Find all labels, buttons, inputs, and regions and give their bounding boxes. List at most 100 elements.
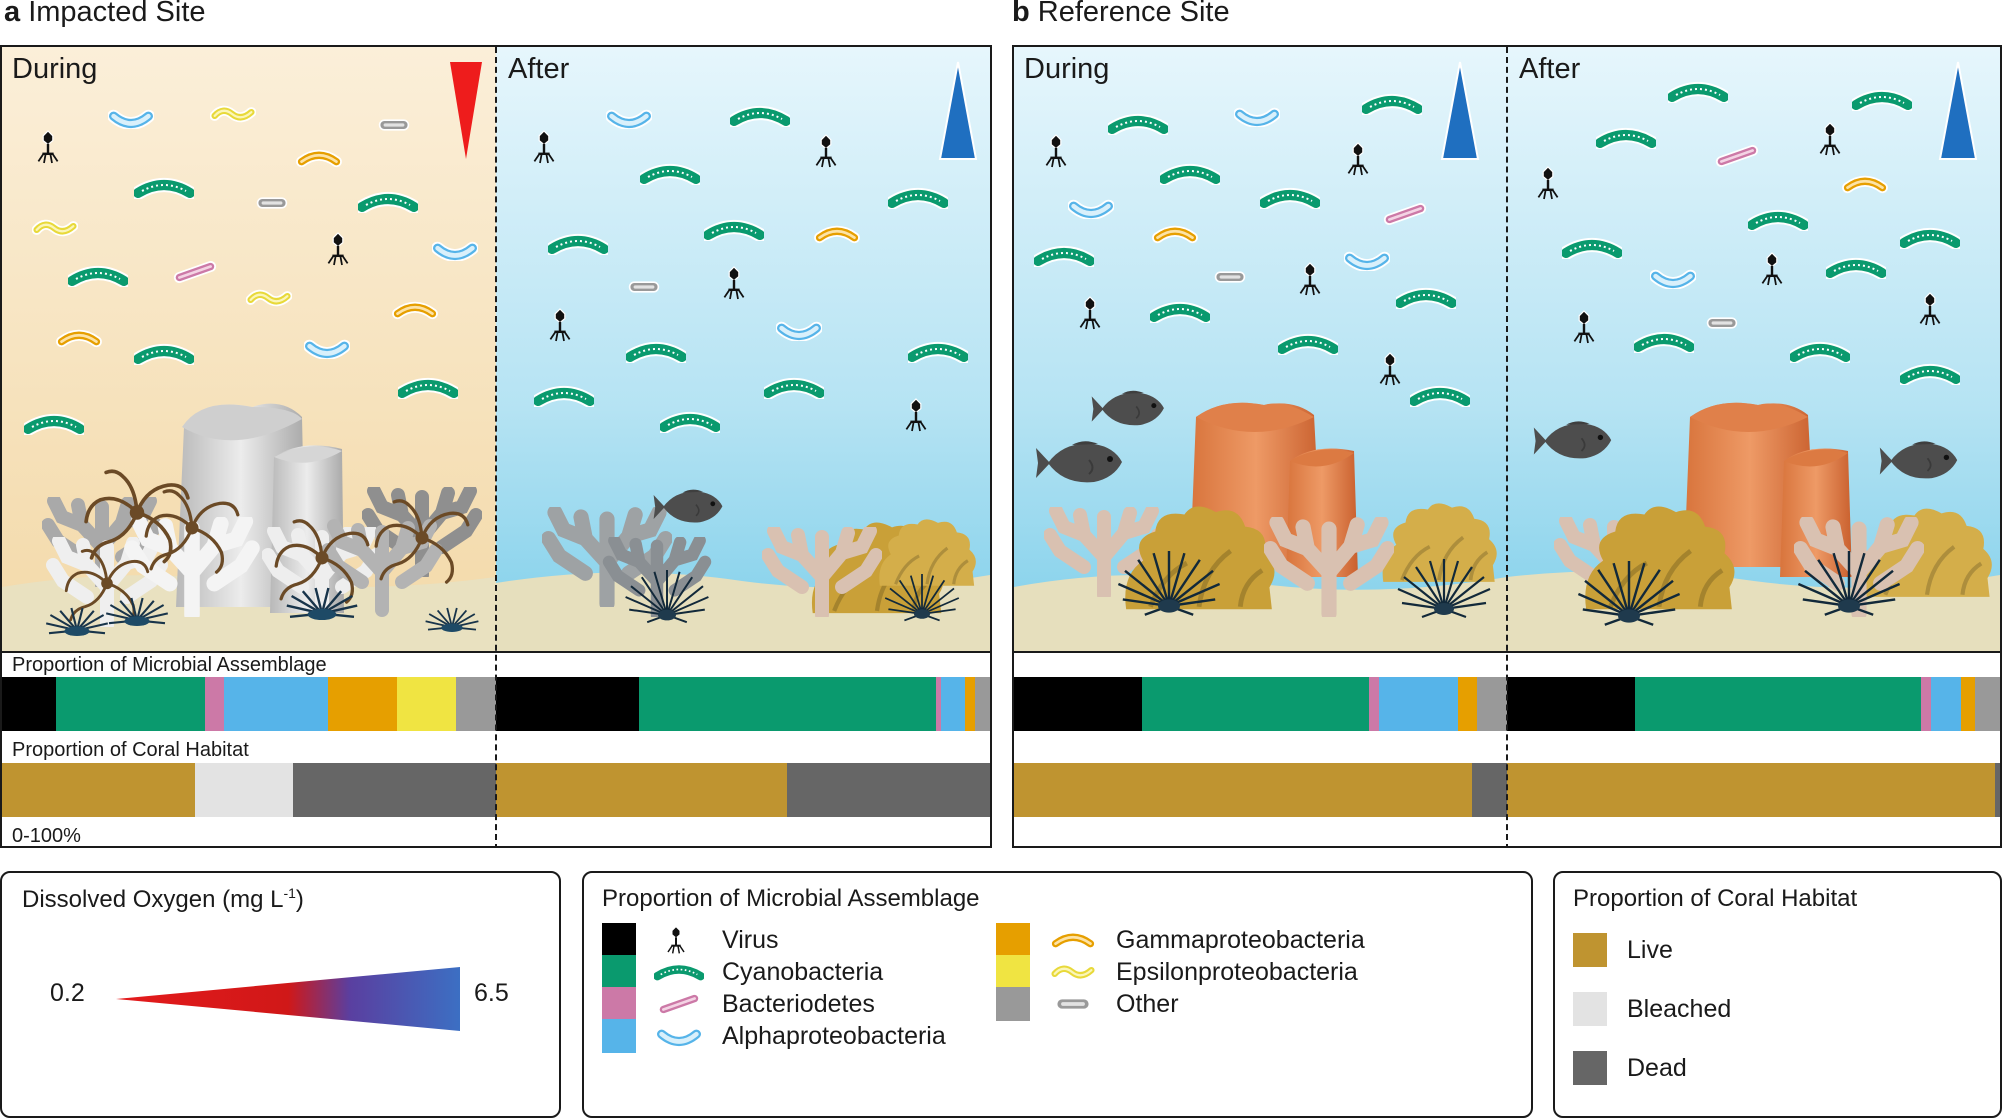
bar-segment-dead [293,763,496,817]
panel-a-coral-label: Proportion of Coral Habitat [12,739,249,761]
bar-coral-a-during [2,763,496,817]
legend-label: Bleached [1627,994,1732,1023]
bar-segment-other [975,677,990,731]
scale-label: 0-100% [12,825,81,847]
bar-segment-live [2,763,195,817]
bar-segment-live [496,763,788,817]
bar-segment-live [1507,763,1996,817]
spiral-bacterium-icon [1046,957,1102,987]
panel-a-letter: a [4,0,21,28]
bar-segment-bacteriodetes [1368,677,1379,731]
panel-a-name: Impacted Site [28,0,206,28]
healthy-reef-after [1532,402,1992,627]
legend-label: Dead [1627,1053,1687,1082]
bar-segment-cyanobacteria [639,677,936,731]
legend-do-title: Dissolved Oxygen (mg L-1) [22,885,304,913]
legend-swatch [602,987,636,1021]
panel-b-after-label: After [1519,53,1581,85]
legend-microbial: Proportion of Microbial Assemblage Virus… [582,871,1533,1118]
legend-label: Epsilonproteobacteria [1116,957,1358,986]
legend-coral-item: Bleached [1573,992,1731,1026]
panel-b-name: Reference Site [1037,0,1230,28]
bar-segment-virus [496,677,640,731]
oxygen-high-indicator-during [1440,61,1480,160]
curved-bacterium-icon [652,1021,708,1051]
bar-segment-bleached [194,763,294,817]
legend-label: Live [1627,935,1673,964]
panel-a-after-label: After [508,53,570,85]
bar-segment-bacteriodetes [204,677,225,731]
bar-segment-alphaproteobacteria [1378,677,1458,731]
rod-bacterium-icon [652,989,708,1019]
bar-microbial-a-during [2,677,496,731]
do-max-label: 6.5 [474,979,509,1007]
legend-swatch [996,923,1030,957]
do-gradient-wedge [116,967,460,1031]
panel-a-frame: During After Proportion of Microbial Ass… [0,45,992,848]
legend-swatch [996,955,1030,989]
legend-coral-item: Dead [1573,1051,1687,1085]
legend-microbial-item: Alphaproteobacteria [602,1019,946,1053]
panel-a-title: a Impacted Site [4,0,206,29]
bar-segment-other [1975,677,2000,731]
legend-label: Cyanobacteria [722,957,884,986]
bar-segment-alphaproteobacteria [1930,677,1961,731]
legend-swatch [1573,992,1607,1026]
bar-segment-alphaproteobacteria [224,677,328,731]
legend-label: Alphaproteobacteria [722,1021,946,1050]
cyanobacteria-icon [652,957,708,987]
oxygen-high-indicator-after [1938,61,1978,160]
bar-coral-b-after [1507,763,2000,817]
bar-segment-epsilonproteobacteria [397,677,457,731]
bar-segment-cyanobacteria [1142,677,1369,731]
panel-a-during-label: During [12,53,98,85]
legend-microbial-item: Gammaproteobacteria [996,923,1365,957]
bar-segment-other [456,677,496,731]
bar-segment-dead [1995,763,2000,817]
panel-b-letter: b [1012,0,1030,28]
bar-coral-a-after [496,763,990,817]
bar-segment-gammaproteobacteria [328,677,398,731]
legend-swatch [602,955,636,989]
panel-b-during-label: During [1024,53,1110,85]
legend-label: Gammaproteobacteria [1116,925,1365,954]
legend-label: Virus [722,925,779,954]
bar-segment-virus [1014,677,1143,731]
rod-bacterium-icon [1055,997,1091,1011]
legend-microbial-item: Other [996,987,1179,1021]
panel-b-title: b Reference Site [1012,0,1230,29]
panel-b-frame: During After [1012,45,2002,848]
bar-microbial-b-after [1507,677,2000,731]
bar-segment-virus [2,677,57,731]
bleached-reef [46,403,478,637]
bar-segment-alphaproteobacteria [940,677,966,731]
healthy-reef-during [1034,389,1497,619]
legend-label: Other [1116,989,1179,1018]
legend-coral-title: Proportion of Coral Habitat [1573,885,1858,912]
legend-swatch [996,987,1030,1021]
legend-microbial-title: Proportion of Microbial Assemblage [602,885,980,912]
virus-icon [667,925,685,955]
panel-a-scene [2,47,990,651]
bar-segment-other [1477,677,1507,731]
bar-segment-gammaproteobacteria [965,677,976,731]
legend-dissolved-oxygen: Dissolved Oxygen (mg L-1) 0.2 6.5 [0,871,561,1118]
bar-segment-dead [1472,763,1507,817]
bar-microbial-b-during [1014,677,1507,731]
legend-microbial-item: Bacteriodetes [602,987,875,1021]
oxygen-increase-indicator [938,61,978,160]
bar-segment-live [1014,763,1473,817]
bar-segment-cyanobacteria [56,677,205,731]
legend-microbial-item: Epsilonproteobacteria [996,955,1358,989]
panel-a-microbial-label: Proportion of Microbial Assemblage [12,654,327,676]
bar-segment-cyanobacteria [1635,677,1922,731]
bar-segment-dead [787,763,990,817]
legend-swatch [602,923,636,957]
bar-segment-bacteriodetes [935,677,941,731]
do-min-label: 0.2 [50,979,85,1007]
legend-swatch [1573,933,1607,967]
legend-swatch [602,1019,636,1053]
bar-coral-b-during [1014,763,1507,817]
oxygen-decrease-indicator [450,62,482,159]
